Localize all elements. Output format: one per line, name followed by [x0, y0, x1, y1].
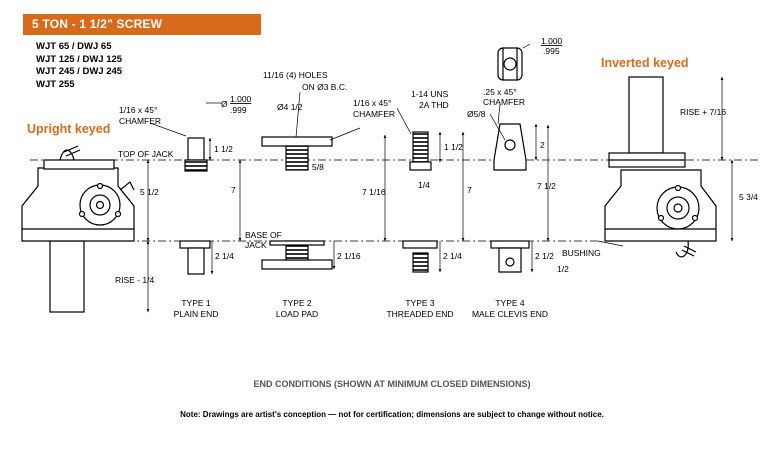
shaft-dia-symbol: Ø	[221, 99, 228, 109]
type3-threaded-end	[402, 131, 438, 273]
type1-title: TYPE 1	[181, 298, 211, 308]
model-list: WJT 65 / DWJ 65 WJT 125 / DWJ 125 WJT 24…	[36, 41, 122, 91]
type4-clevis-end	[490, 47, 530, 273]
bushing-label: BUSHING	[562, 248, 601, 258]
type2-name: LOAD PAD	[276, 309, 318, 319]
inverted-keyed-label: Inverted keyed	[601, 56, 689, 70]
shaft-dia-bot: .999	[230, 105, 247, 115]
type3-name: THREADED END	[386, 309, 453, 319]
t2-min: 2 1/16	[337, 251, 361, 261]
t4-height: 7 1/2	[537, 181, 556, 191]
type1-name: PLAIN END	[174, 309, 219, 319]
model-item: WJT 65 / DWJ 65	[36, 41, 112, 52]
upright-keyed-label: Upright keyed	[27, 122, 110, 136]
holes-line1: 11/16 (4) HOLES	[263, 70, 328, 80]
end-conditions-drawing: Upright keyed Inverted keyed TOP OF JACK…	[21, 36, 760, 319]
thread-line2: 2A THD	[419, 100, 449, 110]
t3-min: 2 1/4	[443, 251, 462, 261]
clevis-slot-bot: .995	[543, 46, 560, 56]
type3-title: TYPE 3	[405, 298, 435, 308]
type4-title: TYPE 4	[495, 298, 525, 308]
chamfer-4-line2: CHAMFER	[483, 97, 525, 107]
banner-title: 5 TON - 1 1/2" SCREW	[32, 17, 163, 31]
thread-line1: 1-14 UNS	[411, 89, 449, 99]
holes-line2: ON Ø3 B.C.	[302, 82, 347, 92]
t4-min: 2 1/2	[535, 251, 554, 261]
upright-height-label: 5 1/2	[140, 187, 159, 197]
t1-min: 2 1/4	[215, 251, 234, 261]
model-item: WJT 125 / DWJ 125	[36, 53, 123, 65]
base-of-jack-label-2: JACK	[245, 240, 267, 250]
t1-length: 1 1/2	[214, 144, 233, 154]
clevis-slot-top: 1.000	[541, 36, 563, 46]
upright-jack	[21, 145, 135, 313]
title-banner: 5 TON - 1 1/2" SCREW	[23, 14, 261, 35]
chamfer-2-line2: CHAMFER	[353, 109, 395, 119]
type2-load-pad	[261, 136, 333, 270]
t4-bushing: 1/2	[557, 264, 569, 274]
top-of-jack-label: TOP OF JACK	[118, 149, 174, 159]
inverted-jack	[604, 76, 717, 258]
t4-length: 2	[540, 140, 545, 150]
t1-height: 7	[231, 185, 236, 195]
t3-gap: 1/4	[418, 180, 430, 190]
base-of-jack-label: BASE OF	[245, 230, 282, 240]
end-conditions-caption: END CONDITIONS (SHOWN AT MINIMUM CLOSED …	[253, 379, 531, 389]
model-item: WJT 245 / DWJ 245	[36, 66, 123, 77]
type4-name: MALE CLEVIS END	[472, 309, 548, 319]
chamfer-2-line1: 1/16 x 45°	[353, 98, 391, 108]
inverted-height-label: 5 3/4	[739, 192, 758, 202]
t3-length: 1 1/2	[444, 142, 463, 152]
rise-minus-label: RISE - 1/4	[115, 275, 154, 285]
rise-plus-label: RISE + 7/16	[680, 107, 726, 117]
model-item: WJT 255	[36, 78, 75, 90]
t3-height: 7	[467, 185, 472, 195]
type2-title: TYPE 2	[282, 298, 312, 308]
clevis-hole: Ø5/8	[467, 109, 486, 119]
chamfer-4-line1: .25 x 45°	[483, 87, 517, 97]
t2-height: 7 1/16	[362, 187, 386, 197]
t2-pad-thickness: 5/8	[312, 162, 324, 172]
type1-plain-end	[179, 137, 211, 275]
disclaimer-note: Note: Drawings are artist's conception —…	[180, 410, 604, 419]
pad-dia: Ø4 1/2	[277, 102, 303, 112]
chamfer-1-line1: 1/16 x 45°	[119, 105, 157, 115]
dimension-lines	[146, 43, 734, 313]
chamfer-1-line2: CHAMFER	[119, 116, 161, 126]
shaft-dia-top: 1.000	[230, 94, 252, 104]
